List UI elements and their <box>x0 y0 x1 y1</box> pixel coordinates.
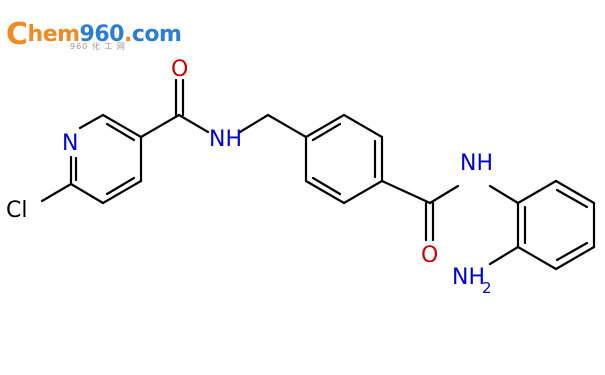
atom-amine-subscript: 2 <box>482 279 492 297</box>
chem960-logo: Chem960.com 960 化 工 网 <box>6 14 182 54</box>
bond-pyr-c4-c3-inner <box>105 176 136 196</box>
bond-benz-5-inner <box>311 176 342 196</box>
atom-pyridine-n: N <box>62 131 78 156</box>
bond-ani-4 <box>554 245 596 271</box>
bond-ani-4-inner <box>555 241 589 262</box>
logo-dot: . <box>123 22 132 47</box>
logo-hem-text: hem <box>27 22 81 47</box>
bond-ani-2-inner <box>555 188 589 209</box>
atom-carbonyl-o-right: O <box>421 243 438 268</box>
logo-c-letter: C <box>6 17 28 52</box>
bond-c5-carbonyl <box>139 113 181 139</box>
bond-ani-nh2 <box>488 245 520 266</box>
logo-com-text: com <box>131 22 182 47</box>
bond-benz-5 <box>304 179 346 205</box>
bond-c2-cl <box>40 182 73 203</box>
bond-nh-aniline <box>488 184 520 205</box>
atom-carbonyl-o-left: O <box>171 57 188 82</box>
atom-amine-nh: NH <box>452 265 485 290</box>
bond-benz-4 <box>342 179 384 205</box>
bond-pyr-c4-c3 <box>101 179 143 205</box>
logo-wordmark: Chem960.com <box>6 14 182 52</box>
bond-pyr-c3-c2 <box>69 182 105 205</box>
bond-ring-carbonyl <box>380 179 432 205</box>
bond-pyr-c6-c5 <box>101 113 143 139</box>
bond-benz-1-inner <box>311 122 342 142</box>
bond-ch2-ring <box>266 113 308 139</box>
bond-carbonyl-nh <box>177 113 210 134</box>
bond-ani-2 <box>554 179 596 205</box>
bond-pyr-c6-c5-inner <box>105 122 136 142</box>
bond-ani-1 <box>516 179 558 205</box>
bond-pyr-n1-c6 <box>78 113 105 130</box>
atom-chlorine: Cl <box>6 198 27 223</box>
logo-number: 960 <box>79 22 125 47</box>
bond-ani-5 <box>516 245 558 271</box>
atom-amide-nh-left: NH <box>209 127 242 152</box>
atom-amide-nh-right: NH <box>460 151 493 176</box>
bond-benz-1 <box>304 113 346 139</box>
bond-benz-2 <box>342 113 384 139</box>
bond-nh-ch2 <box>238 113 270 134</box>
bond-carbonyl2-nh <box>428 184 460 205</box>
logo-subtitle: 960 化 工 网 <box>70 42 126 51</box>
